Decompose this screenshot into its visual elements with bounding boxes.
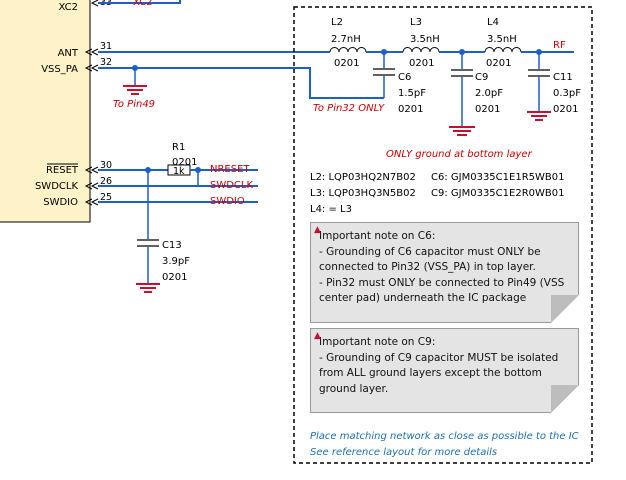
- note-c6-line: center pad) underneath the IC package: [319, 292, 527, 304]
- pin-label-swdio: SWDIO: [43, 197, 78, 208]
- note-c9-line: Important note on C9:: [319, 336, 436, 348]
- pin-number-ant: 31: [100, 41, 112, 52]
- c6-value: 1.5pF: [398, 88, 426, 99]
- l2-package: 0201: [334, 58, 359, 69]
- footer-line-2: See reference layout for more details: [310, 447, 497, 458]
- pin-label-ant: ANT: [58, 48, 79, 59]
- xc2-wire: [98, 0, 181, 4]
- l4-value: 3.5nH: [487, 34, 517, 45]
- note-fold-corner: [551, 295, 579, 323]
- pin-number-swdclk: 26: [100, 176, 112, 187]
- l4-package: 0201: [486, 58, 511, 69]
- note-c6-line: - Pin32 must ONLY be connected to Pin49 …: [319, 276, 565, 289]
- note-fold-corner: [551, 385, 579, 413]
- matching-network-box: [293, 6, 593, 464]
- partnum-l4: L4: = L3: [310, 204, 352, 215]
- l2-value: 2.7nH: [331, 34, 361, 45]
- inductor-l3: [402, 47, 440, 53]
- c13-ref: C13: [162, 240, 182, 251]
- inductor-l2: [329, 47, 367, 53]
- c9-value: 2.0pF: [475, 88, 503, 99]
- partnum-l2: L2: LQP03HQ2N7B02: [310, 172, 416, 183]
- c9-ref: C9: [475, 72, 488, 83]
- ground-symbol-c13: [136, 283, 160, 293]
- pin-label-reset: RESET: [46, 165, 79, 176]
- c11-package: 0201: [553, 104, 578, 115]
- ground-symbol-c11: [527, 111, 551, 121]
- r1-ref: R1: [172, 142, 185, 153]
- partnum-c6: C6: GJM0335C1E1R5WB01: [431, 172, 564, 183]
- c11-value: 0.3pF: [553, 88, 581, 99]
- pin-number-vss-pa: 32: [100, 57, 112, 68]
- pin-label-xc2: XC2: [59, 2, 78, 13]
- c9-package: 0201: [475, 104, 500, 115]
- l3-ref: L3: [410, 17, 422, 28]
- l3-package: 0201: [409, 58, 434, 69]
- net-label-nreset: NRESET: [210, 164, 250, 175]
- note-c9: ▲ Important note on C9: - Grounding of C…: [310, 328, 579, 413]
- partnum-c9: C9: GJM0335C1E2R0WB01: [431, 188, 564, 199]
- pin-label-vss-pa: VSS_PA: [41, 64, 78, 75]
- l3-value: 3.5nH: [410, 34, 440, 45]
- warning-icon: ▲: [314, 225, 321, 235]
- ground-symbol-c9: [449, 126, 475, 136]
- net-label-swdio: SWDIO: [210, 196, 245, 207]
- note-c9-line: ground layer.: [319, 382, 389, 395]
- label-only-ground: ONLY ground at bottom layer: [386, 149, 533, 160]
- warning-icon: ▲: [314, 331, 321, 341]
- c6-ref: C6: [398, 72, 411, 83]
- c6-package: 0201: [398, 104, 423, 115]
- pin-markers: [84, 0, 99, 206]
- l2-ref: L2: [331, 17, 343, 28]
- partnum-l3: L3: LQP03HQ3N5B02: [310, 188, 416, 199]
- c11-ref: C11: [553, 72, 573, 83]
- ic-body: [0, 0, 91, 223]
- net-label-swdclk: SWDCLK: [210, 180, 253, 191]
- ground-symbol-pin49: [123, 85, 147, 95]
- label-to-pin32-only: To Pin32 ONLY: [313, 103, 385, 114]
- net-label-rf: RF: [553, 40, 566, 51]
- r1-package: 0201: [172, 157, 197, 168]
- footer-line-1: Place matching network as close as possi…: [310, 431, 579, 442]
- c13-value: 3.9pF: [162, 256, 190, 267]
- r1-value: 1k: [173, 166, 185, 177]
- note-c6-line: - Grounding of C6 capacitor must ONLY be: [319, 245, 541, 258]
- inductor-l4: [484, 47, 522, 53]
- pin-label-swdclk: SWDCLK: [35, 181, 78, 192]
- label-to-pin49: To Pin49: [113, 99, 155, 110]
- note-c9-line: from ALL ground layers except the bottom: [319, 367, 542, 379]
- pin-number-reset: 30: [100, 160, 112, 171]
- note-c6-line: connected to Pin32 (VSS_PA) in top layer…: [319, 261, 536, 273]
- net-label-xc2: XC2: [133, 0, 152, 8]
- pin-number-swdio: 25: [100, 192, 112, 203]
- l4-ref: L4: [487, 17, 499, 28]
- note-c6-line: Important note on C6:: [319, 230, 436, 242]
- note-c9-line: - Grounding of C9 capacitor MUST be isol…: [319, 351, 559, 364]
- note-c6: ▲ Important note on C6: - Grounding of C…: [310, 222, 579, 323]
- c13-package: 0201: [162, 272, 187, 283]
- vss-pa-wire: [98, 67, 384, 99]
